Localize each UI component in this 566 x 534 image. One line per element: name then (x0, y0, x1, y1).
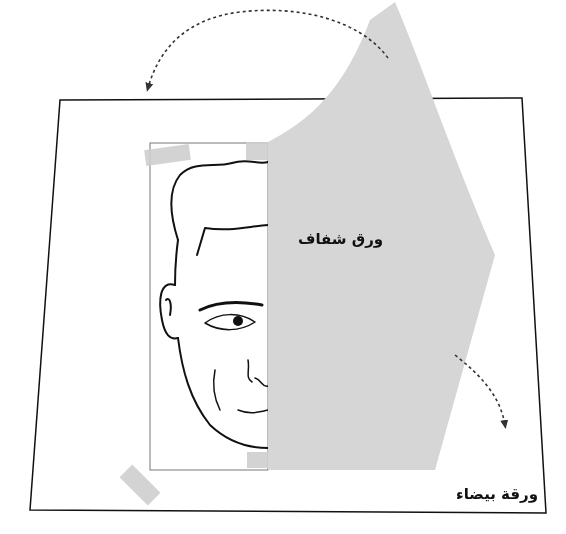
sheet-label: ورق شفاف (298, 230, 383, 248)
transparent-sheet: ورق شفاف (268, 0, 496, 470)
sheet-label: ورقة بيضاء (456, 485, 538, 503)
face-lines (160, 161, 268, 448)
fold-arrow (148, 10, 388, 88)
drawing-sheet (150, 143, 268, 470)
tape-pieces (119, 142, 292, 506)
eye-pupil (233, 316, 243, 326)
white-paper: ورقة بيضاء ورق شفاف (28, 95, 548, 515)
fold-arrow (455, 355, 505, 425)
